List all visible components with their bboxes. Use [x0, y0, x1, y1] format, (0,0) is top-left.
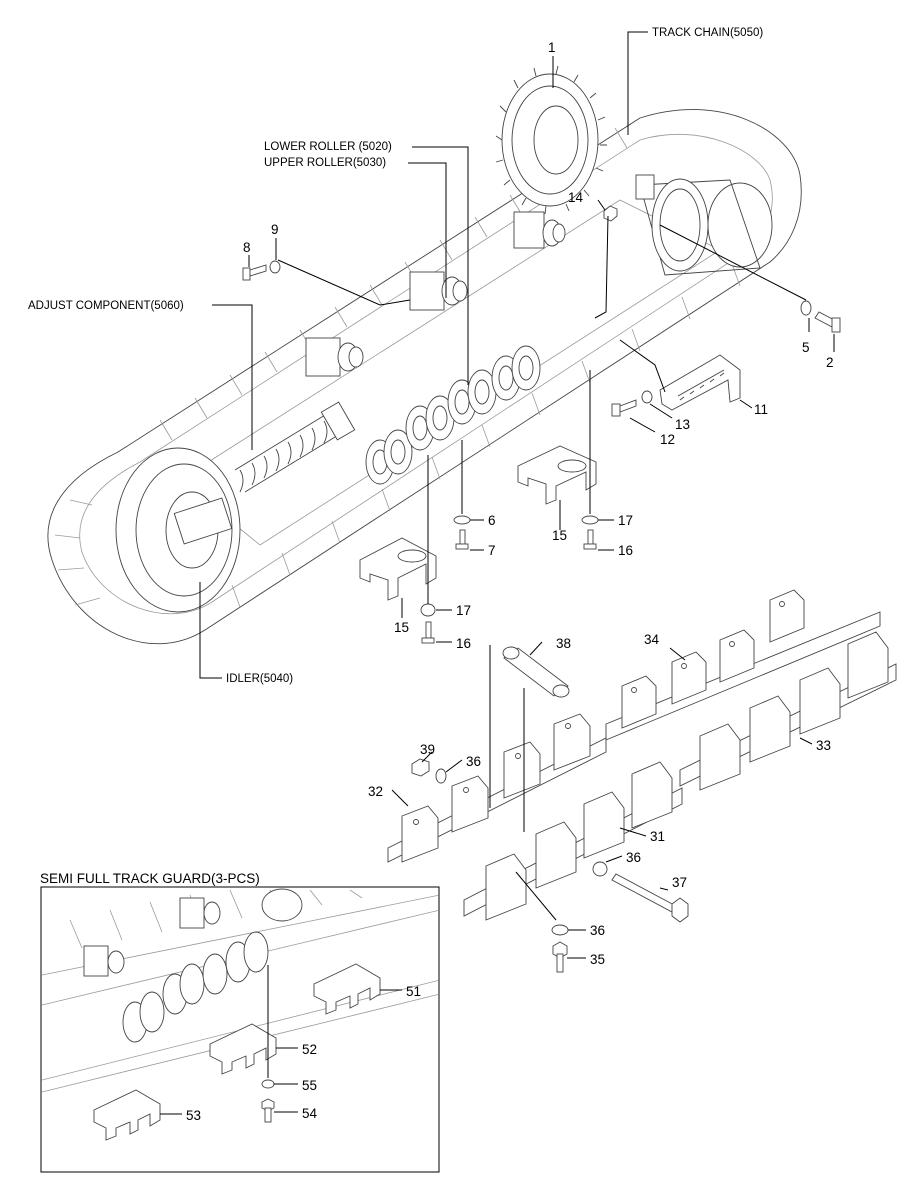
callout-16-right: 16 [618, 543, 633, 558]
bolt-16-left [421, 621, 435, 644]
washer-6 [453, 515, 471, 525]
inset-washer-55 [261, 1079, 275, 1089]
inset-guard-52 [209, 1023, 277, 1075]
washer-36-c [551, 924, 569, 936]
track-assembly [47, 109, 802, 645]
callout-54: 54 [302, 1106, 318, 1121]
track-guard-34 [605, 589, 881, 741]
callout-15-right: 15 [552, 528, 567, 543]
track-frame [179, 199, 721, 546]
nut-39 [411, 758, 430, 777]
callout-16-left: 16 [456, 636, 471, 651]
bolt-7 [455, 529, 469, 550]
bolt-16-right [583, 529, 597, 550]
callout-36-c: 36 [590, 923, 605, 938]
track-inner-edge [79, 133, 773, 615]
washer-36-a [435, 768, 447, 784]
track-guard-33 [679, 631, 897, 791]
callout-31: 31 [650, 829, 665, 844]
callout-52: 52 [302, 1042, 317, 1057]
callout-39: 39 [420, 742, 435, 757]
guard-bracket-11 [659, 354, 741, 411]
inset-upper-roller [83, 945, 125, 977]
nut-14 [603, 205, 618, 222]
caption-lower-roller: LOWER ROLLER (5020) [264, 141, 392, 153]
bolt-and-washer-right [800, 300, 841, 333]
callout-37: 37 [672, 875, 687, 890]
washer-17-right [581, 515, 599, 525]
bolt-and-washer-left [242, 260, 281, 281]
callout-15-left: 15 [394, 620, 409, 635]
idler-wheel [115, 447, 241, 613]
callout-13: 13 [675, 417, 690, 432]
callout-2: 2 [826, 355, 834, 370]
upper-roller [513, 211, 566, 249]
inset-lower-rollers [122, 931, 269, 1043]
callout-51: 51 [406, 984, 421, 999]
track-guard-31 [463, 761, 683, 921]
washer-17-left [420, 603, 436, 617]
callout-38: 38 [556, 636, 571, 651]
callout-17-right: 17 [618, 513, 633, 528]
guard-bracket-15-right [517, 445, 597, 505]
leader-lines [199, 31, 835, 959]
track-chain-outline [47, 109, 802, 645]
callout-34: 34 [644, 632, 660, 647]
inset-leader-lines [160, 965, 402, 1115]
callout-36-b: 36 [626, 850, 641, 865]
upper-roller [409, 271, 468, 311]
guard-bracket-15-left [359, 537, 437, 601]
long-bolt-37 [611, 873, 689, 923]
lower-rollers [365, 345, 541, 485]
inset-guard-51 [313, 963, 381, 1015]
caption-idler: IDLER(5040) [226, 673, 293, 685]
callout-11: 11 [754, 402, 768, 417]
callout-53: 53 [186, 1108, 201, 1123]
caption-upper-roller: UPPER ROLLER(5030) [264, 157, 386, 169]
callout-5: 5 [802, 340, 810, 355]
callout-7: 7 [488, 543, 496, 558]
callout-35: 35 [590, 952, 605, 967]
callout-36-a: 36 [466, 754, 481, 769]
upper-roller [305, 337, 364, 377]
callout-8: 8 [243, 240, 251, 255]
adjust-component-spring [234, 401, 356, 493]
callout-12: 12 [660, 432, 675, 447]
bolt-and-washer-12-13 [611, 390, 653, 417]
callout-9: 9 [271, 222, 279, 237]
inset-title: SEMI FULL TRACK GUARD(3-PCS) [40, 871, 260, 886]
callout-6: 6 [488, 513, 496, 528]
inset-semi-full-track-guard: SEMI FULL TRACK GUARD(3-PCS) [40, 871, 440, 1173]
sprocket [495, 65, 607, 215]
caption-track-chain: TRACK CHAIN(5050) [652, 27, 763, 39]
inset-idler [261, 888, 303, 922]
inset-bolt-54 [261, 1098, 275, 1123]
travel-motor [635, 174, 773, 276]
callout-33: 33 [816, 738, 831, 753]
guard-pin-38 [502, 646, 570, 698]
callout-14: 14 [568, 190, 584, 205]
callout-1: 1 [548, 40, 556, 55]
caption-adjust-component: ADJUST COMPONENT(5060) [28, 300, 184, 312]
inset-upper-roller [179, 897, 221, 929]
callout-17-left: 17 [456, 603, 471, 618]
captions: TRACK CHAIN(5050) LOWER ROLLER (5020) UP… [28, 27, 763, 685]
callout-numbers: 1 2 5 6 7 8 9 11 12 13 14 15 15 16 16 17… [243, 40, 834, 967]
washer-36-b [592, 861, 608, 877]
callout-32: 32 [368, 784, 383, 799]
inset-guard-53 [93, 1089, 161, 1141]
track-guard-32 [387, 713, 607, 863]
bolt-35 [552, 941, 568, 973]
callout-55: 55 [302, 1078, 317, 1093]
